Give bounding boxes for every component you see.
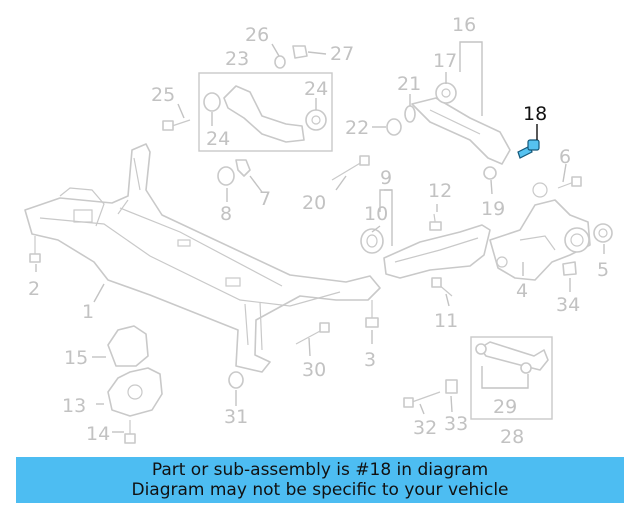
info-banner: Part or sub-assembly is #18 in diagram D… <box>16 457 624 503</box>
leader-lines <box>35 41 605 433</box>
callout-32: 32 <box>413 417 437 439</box>
callout-21: 21 <box>397 73 421 95</box>
bolt-part-30 <box>295 322 330 345</box>
callout-11: 11 <box>434 310 458 332</box>
callout-29: 29 <box>493 396 517 418</box>
callout-31: 31 <box>224 406 248 428</box>
clip-part-33 <box>445 379 458 394</box>
callout-9: 9 <box>380 167 392 189</box>
callout-13: 13 <box>62 395 86 417</box>
bolt-part-11 <box>431 277 453 297</box>
cap-part-34 <box>562 261 577 276</box>
bolt-part-32 <box>403 391 441 408</box>
upper-arm-part-23 <box>203 85 327 143</box>
callout-34: 34 <box>556 294 580 316</box>
callout-4: 4 <box>516 280 528 302</box>
banner-line-part-number: Part or sub-assembly is #18 in diagram <box>151 460 489 480</box>
callout-33: 33 <box>444 413 468 435</box>
callout-8: 8 <box>220 203 232 225</box>
washer-part-21 <box>404 105 416 123</box>
control-arm-part-9 <box>360 224 491 279</box>
callout-7: 7 <box>259 188 271 210</box>
callout-2: 2 <box>28 278 40 300</box>
callout-30: 30 <box>302 359 326 381</box>
washer-part-26 <box>274 55 286 69</box>
bolt-part-25 <box>162 119 191 131</box>
callout-28: 28 <box>500 426 524 448</box>
callout-16: 16 <box>452 14 476 36</box>
box-part-28 <box>470 336 553 420</box>
callout-18: 18 <box>523 103 547 125</box>
callout-12: 12 <box>428 180 452 202</box>
callout-6: 6 <box>559 146 571 168</box>
bushing-part-19 <box>483 166 497 180</box>
bolt-part-18 <box>517 139 540 159</box>
box-part-23 <box>198 72 333 152</box>
nut-part-22 <box>386 118 402 136</box>
callout-10: 10 <box>364 203 388 225</box>
rubber-mount-part-15 <box>107 325 149 367</box>
bracket-part-7 <box>235 159 251 177</box>
parts-diagram: 1 2 3 4 5 6 7 8 9 10 11 12 13 14 15 16 1… <box>24 14 613 448</box>
callout-19: 19 <box>481 198 505 220</box>
upper-link-part-16 <box>411 82 511 165</box>
mount-bracket-part-13 <box>107 367 163 417</box>
cap-part-27 <box>292 45 308 59</box>
wheel-carrier-part-4 <box>489 182 591 281</box>
callout-17: 17 <box>433 50 457 72</box>
callout-20: 20 <box>302 192 326 214</box>
mount-part-8 <box>217 166 235 186</box>
mount-part-31 <box>228 371 244 389</box>
bushing-part-5 <box>593 223 613 243</box>
callout-27: 27 <box>330 43 354 65</box>
callout-14: 14 <box>86 423 110 445</box>
bolt-part-6 <box>557 176 582 189</box>
callout-22: 22 <box>345 117 369 139</box>
callout-24a: 24 <box>206 128 230 150</box>
lateral-link-part-29 <box>475 341 549 374</box>
banner-line-disclaimer: Diagram may not be specific to your vehi… <box>131 480 509 500</box>
bolt-part-2 <box>29 236 41 263</box>
bolt-part-3 <box>365 300 379 328</box>
callout-15: 15 <box>64 347 88 369</box>
callout-labels: 1 2 3 4 5 6 7 8 9 10 11 12 13 14 15 16 1… <box>28 14 609 448</box>
bolt-part-20 <box>331 155 370 181</box>
bolt-part-12 <box>429 213 442 231</box>
callout-3: 3 <box>364 349 376 371</box>
callout-23: 23 <box>225 48 249 70</box>
callout-24b: 24 <box>304 78 328 100</box>
callout-26: 26 <box>245 24 269 46</box>
subframe-part-1 <box>24 143 381 373</box>
callout-5: 5 <box>597 259 609 281</box>
callout-25: 25 <box>151 84 175 106</box>
bolt-part-14 <box>124 420 136 444</box>
callout-1: 1 <box>82 301 94 323</box>
